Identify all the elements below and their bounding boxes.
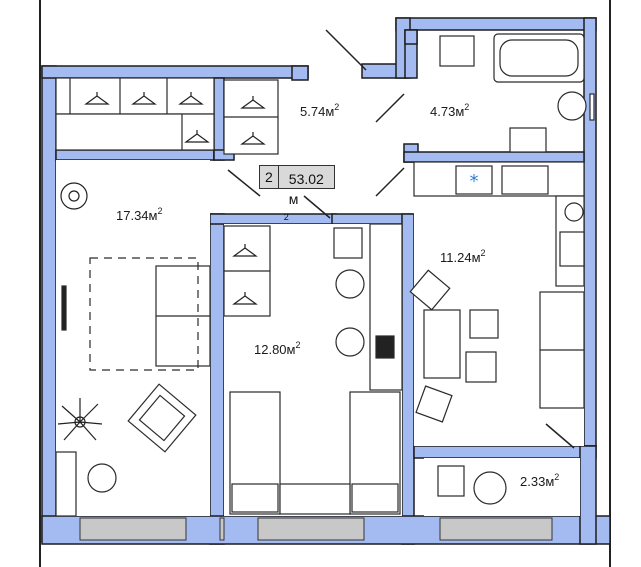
window-bedroom bbox=[257, 517, 365, 541]
entry-door bbox=[325, 29, 367, 71]
chair-bedroom-1 bbox=[335, 269, 365, 299]
dining-table bbox=[423, 309, 461, 379]
total-area: 53.02 м 2 bbox=[279, 166, 334, 222]
unit-power: 2 bbox=[283, 212, 289, 222]
kitchen-counter-top bbox=[413, 161, 585, 197]
fridge-snowflake-icon bbox=[455, 165, 493, 195]
area-label-kitchen: 11.24м2 bbox=[440, 248, 486, 265]
chair-bedroom-2 bbox=[335, 327, 365, 357]
unit-text: м bbox=[288, 191, 299, 207]
unit-power: 2 bbox=[554, 472, 560, 482]
wall-balcony-top bbox=[413, 445, 597, 459]
wall-bedroom-kitchen bbox=[401, 213, 415, 545]
area-label-living: 17.34м2 bbox=[116, 206, 163, 223]
wall-bath-bottom bbox=[403, 151, 585, 163]
area-label-balcony: 2.33м2 bbox=[520, 472, 559, 489]
area-label-bedroom: 12.80м2 bbox=[254, 340, 301, 357]
doors bbox=[227, 29, 575, 449]
unit-power: 2 bbox=[464, 102, 470, 112]
wall-living-bedroom bbox=[209, 213, 225, 545]
laptop-icon bbox=[375, 335, 395, 359]
area-bathroom-value: 4.73 bbox=[430, 104, 456, 119]
plant-icon-top bbox=[60, 182, 88, 210]
balcony-door bbox=[545, 423, 575, 449]
unit-text: м bbox=[325, 104, 335, 119]
bedroom-door bbox=[303, 195, 331, 219]
washing-machine-icon bbox=[509, 127, 547, 153]
furniture bbox=[55, 33, 595, 517]
rug bbox=[89, 257, 199, 371]
bath-sink bbox=[439, 35, 475, 67]
coffee-table bbox=[87, 463, 117, 493]
living-door bbox=[227, 169, 261, 197]
unit-power: 2 bbox=[157, 206, 163, 216]
unit-text: м bbox=[545, 474, 555, 489]
bath-door bbox=[375, 93, 405, 123]
unit-text: м bbox=[148, 208, 158, 223]
sink-icon bbox=[501, 165, 549, 195]
hanger-icon bbox=[84, 92, 266, 305]
area-label-hall: 5.74м2 bbox=[300, 102, 339, 119]
desk-bedroom bbox=[369, 223, 403, 391]
area-kitchen-value: 11.24 bbox=[440, 250, 472, 265]
rooms-count: 2 bbox=[260, 166, 279, 188]
balcony-desk bbox=[437, 465, 465, 497]
stove-icon bbox=[559, 231, 585, 267]
wardrobe-top bbox=[55, 77, 215, 115]
tv-icon bbox=[61, 285, 67, 331]
wall-bedroom-top bbox=[331, 213, 413, 225]
unit-text: м bbox=[286, 342, 296, 357]
unit-text: м bbox=[455, 104, 465, 119]
total-area-value: 53.02 bbox=[288, 171, 324, 187]
wall-bath-top bbox=[395, 17, 597, 31]
unit-power: 2 bbox=[295, 340, 301, 350]
toilet-icon bbox=[557, 91, 587, 121]
area-label-bathroom: 4.73м2 bbox=[430, 102, 469, 119]
snowflake-glyph: * bbox=[470, 171, 479, 192]
window-balcony bbox=[439, 517, 553, 541]
plant-icon bbox=[57, 398, 103, 441]
window-living bbox=[79, 517, 187, 541]
wall-living-top bbox=[55, 149, 215, 161]
area-hall-value: 5.74 bbox=[300, 104, 326, 119]
windows bbox=[79, 517, 553, 541]
wall-right bbox=[583, 17, 597, 447]
area-bedroom-value: 12.80 bbox=[254, 342, 287, 357]
kitchen-door bbox=[375, 167, 405, 197]
area-living-value: 17.34 bbox=[116, 208, 149, 223]
unit-power: 2 bbox=[480, 248, 486, 258]
balcony-chair bbox=[473, 471, 507, 505]
unit-power: 2 bbox=[334, 102, 340, 112]
wall-left bbox=[41, 65, 57, 543]
wall-top-left bbox=[41, 65, 309, 79]
unit-text: м bbox=[471, 250, 481, 265]
area-balcony-value: 2.33 bbox=[520, 474, 546, 489]
